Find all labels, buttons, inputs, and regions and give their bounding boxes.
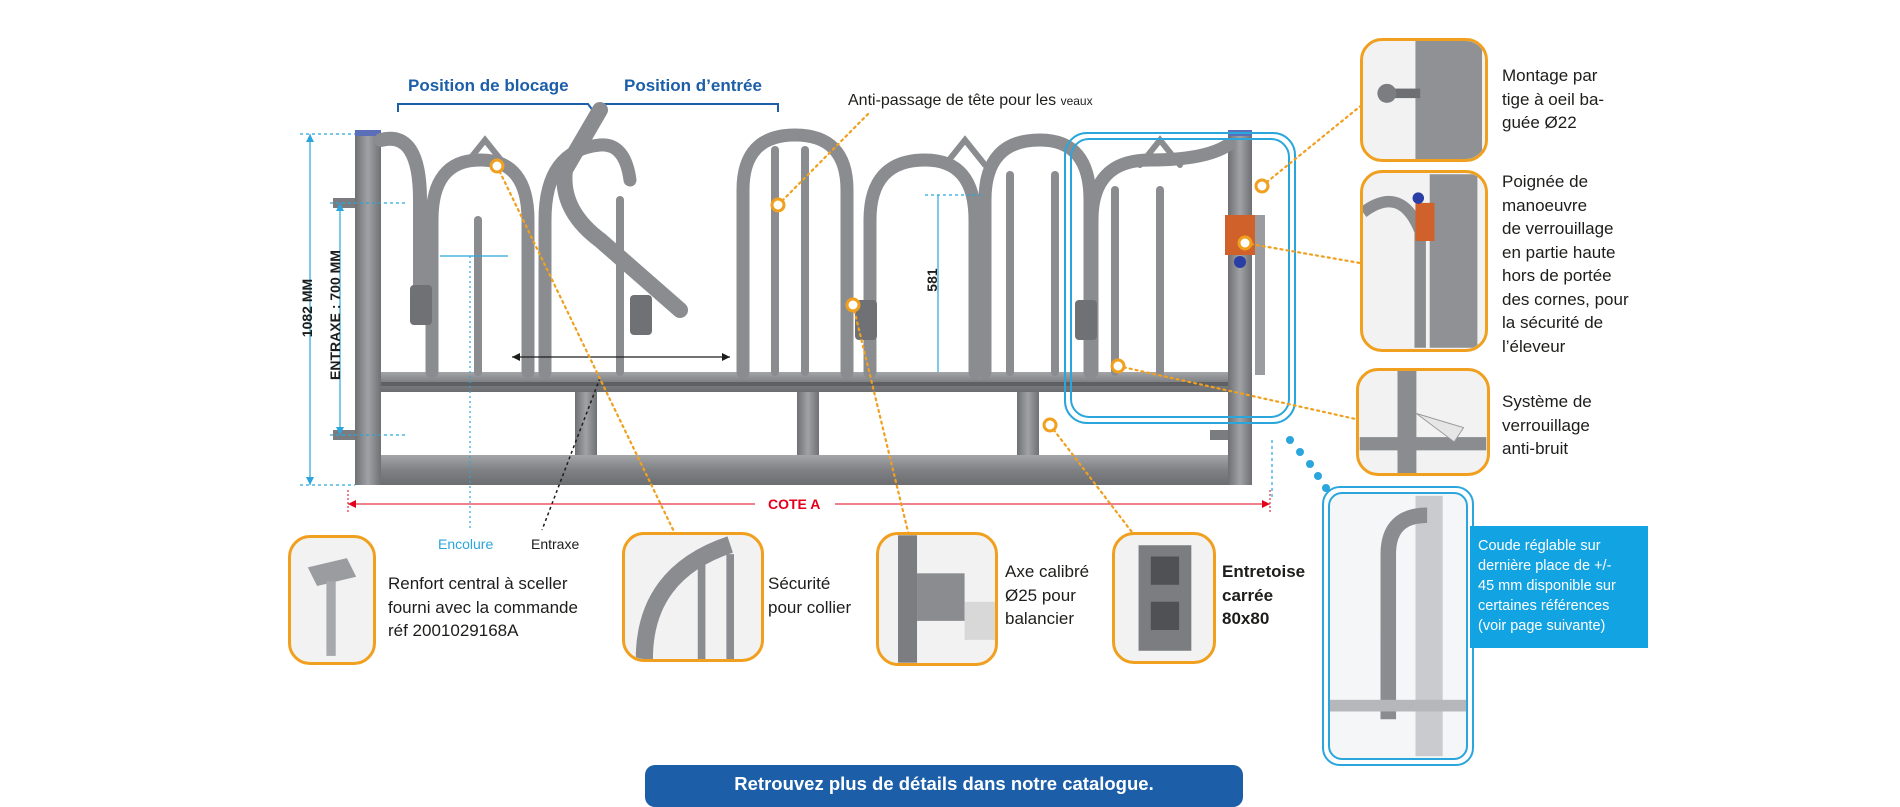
callout-entretoise-line: 80x80 bbox=[1222, 609, 1270, 628]
thumb-montage bbox=[1360, 38, 1488, 162]
dim-encolure: Encolure bbox=[438, 536, 494, 552]
callout-poignee-line: l’éleveur bbox=[1502, 336, 1566, 356]
callout-dot-anti-passage bbox=[770, 197, 786, 213]
thumb-coude bbox=[1322, 486, 1474, 766]
callout-securite-line: Sécurité bbox=[768, 574, 831, 593]
callout-poignee-line: Poignée de bbox=[1502, 172, 1589, 191]
callout-dot-montage bbox=[1254, 178, 1270, 194]
thumb-axe bbox=[876, 532, 998, 666]
dim-height-total: 1082 MM bbox=[299, 278, 315, 338]
callout-entretoise-line: carrée bbox=[1222, 585, 1274, 605]
callout-coude-line: (voir page suivante) bbox=[1478, 618, 1606, 634]
thumb-entretoise bbox=[1112, 532, 1216, 664]
callout-entretoise: Entretoise carrée 80x80 bbox=[1222, 560, 1305, 631]
callout-poignee-line: des cornes, pour bbox=[1502, 289, 1629, 309]
callout-poignee-line: de verrouillage bbox=[1502, 219, 1614, 238]
callout-systeme-line: verrouillage bbox=[1502, 415, 1590, 435]
callout-dot-systeme bbox=[1110, 358, 1126, 374]
callout-renfort-line: fourni avec la commande bbox=[388, 597, 578, 617]
anti-passage-text: Anti-passage de tête pour les bbox=[848, 92, 1061, 109]
thumb-systeme bbox=[1356, 368, 1490, 476]
callout-dot-securite bbox=[489, 158, 505, 174]
callout-systeme-line: anti-bruit bbox=[1502, 439, 1569, 458]
callout-renfort-line: réf 2001029168A bbox=[388, 621, 519, 640]
callout-dot-axe bbox=[845, 297, 861, 313]
callout-axe-line: balancier bbox=[1005, 609, 1074, 628]
callout-systeme-line: Système de bbox=[1502, 392, 1592, 411]
callout-renfort: Renfort central à sceller fourni avec la… bbox=[388, 572, 578, 643]
label-position-entree: Position d’entrée bbox=[624, 76, 762, 95]
callout-systeme: Système de verrouillage anti-bruit bbox=[1502, 390, 1592, 461]
callout-poignee-line: en partie haute bbox=[1502, 242, 1616, 262]
dim-entraxe-label: Entraxe bbox=[531, 536, 580, 552]
dim-581: 581 bbox=[924, 268, 940, 292]
callout-poignee-line: manoeuvre bbox=[1502, 195, 1588, 215]
callout-dot-poignee bbox=[1237, 235, 1253, 251]
thumb-renfort bbox=[288, 535, 376, 665]
dim-cote-a: COTE A bbox=[768, 496, 821, 512]
callout-poignee-line: hors de portée bbox=[1502, 266, 1612, 285]
callout-axe-line: Ø25 pour bbox=[1005, 585, 1076, 605]
callout-renfort-line: Renfort central à sceller bbox=[388, 574, 568, 593]
right-post bbox=[1228, 130, 1252, 485]
callout-securite: Sécurité pour collier bbox=[768, 572, 851, 619]
callout-coude-line: certaines références bbox=[1478, 598, 1610, 614]
callout-coude-line: Coude réglable sur bbox=[1478, 538, 1601, 554]
callout-montage-line: guée Ø22 bbox=[1502, 113, 1577, 132]
callout-securite-line: pour collier bbox=[768, 597, 852, 617]
callout-axe: Axe calibré Ø25 pour balancier bbox=[1005, 560, 1089, 631]
label-position-blocage: Position de blocage bbox=[408, 76, 569, 95]
bottom-rail bbox=[360, 455, 1252, 485]
detail-highlight-box bbox=[1064, 132, 1296, 424]
thumb-poignee bbox=[1360, 170, 1488, 352]
brace-blocage bbox=[397, 103, 779, 114]
callout-poignee: Poignée de manoeuvre de verrouillage en … bbox=[1502, 170, 1629, 358]
callout-montage: Montage par tige à oeil ba- guée Ø22 bbox=[1502, 64, 1604, 135]
callout-axe-line: Axe calibré bbox=[1005, 562, 1090, 581]
label-anti-passage: Anti-passage de tête pour les veaux bbox=[848, 92, 1093, 110]
callout-poignee-line: la sécurité de bbox=[1502, 313, 1604, 332]
callout-coude-line: 45 mm disponible sur bbox=[1478, 578, 1616, 594]
callout-montage-line: Montage par bbox=[1502, 66, 1598, 85]
thumb-securite bbox=[622, 532, 764, 662]
callout-entretoise-line: Entretoise bbox=[1222, 562, 1306, 581]
callout-coude: Coude réglable sur dernière place de +/-… bbox=[1470, 526, 1648, 648]
callout-montage-line: tige à oeil ba- bbox=[1502, 89, 1605, 109]
callout-dot-entretoise bbox=[1042, 417, 1058, 433]
left-post bbox=[355, 130, 381, 485]
dim-entraxe: ENTRAXE : 700 MM bbox=[327, 250, 343, 380]
anti-passage-small: veaux bbox=[1060, 94, 1093, 108]
catalogue-banner[interactable]: Retrouvez plus de détails dans notre cat… bbox=[645, 765, 1243, 807]
callout-coude-line: dernière place de +/- bbox=[1478, 558, 1612, 574]
